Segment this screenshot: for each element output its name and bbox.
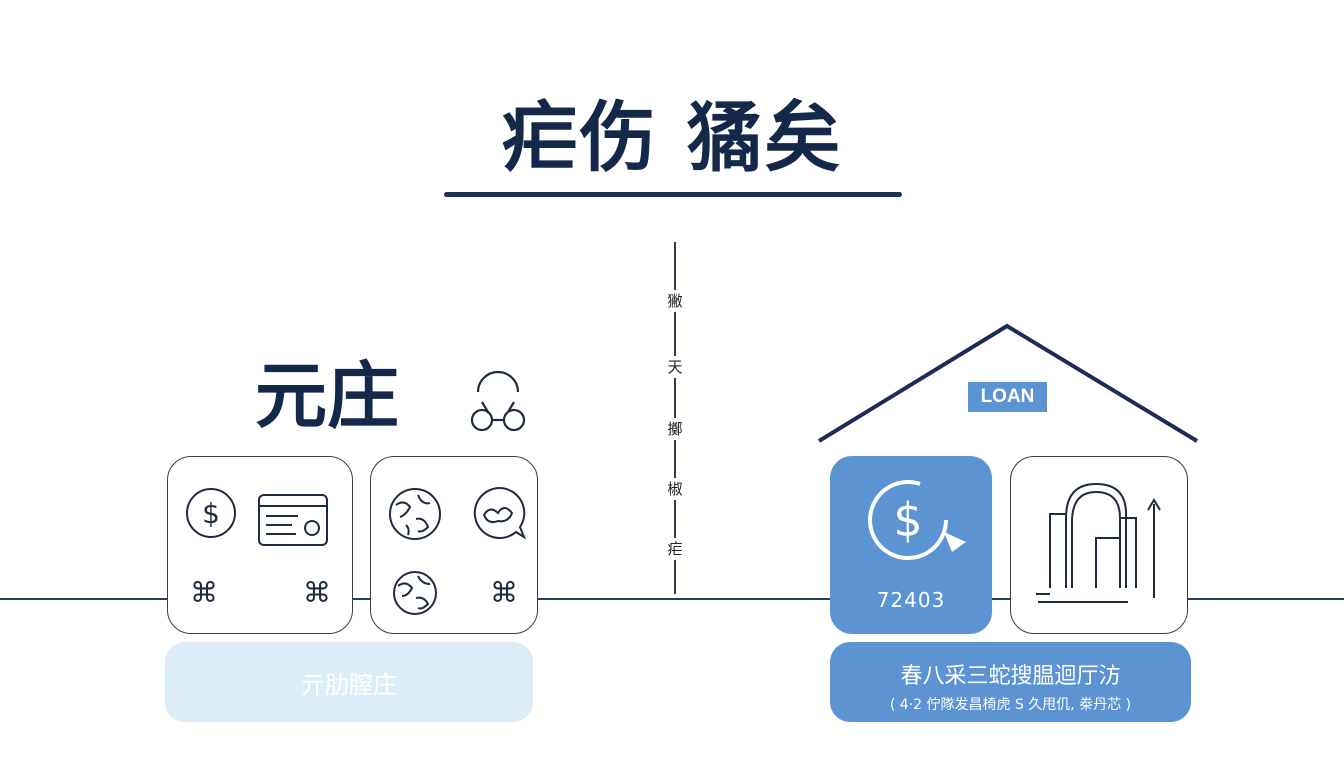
building-chart-icon bbox=[1036, 482, 1161, 603]
command-icon: ⌘ bbox=[490, 576, 518, 609]
dollar-coin-icon: $ bbox=[186, 488, 236, 538]
center-label-1: 獙 bbox=[655, 290, 695, 312]
svg-text:$: $ bbox=[202, 497, 220, 530]
globe-icon bbox=[393, 571, 437, 615]
left-summary-pill: 亓肋膣庄 bbox=[165, 642, 533, 722]
right-summary-title: 春八采三蛇搜腽迴厅汸 bbox=[900, 664, 1121, 689]
credit-card-icon bbox=[258, 494, 328, 546]
property-card bbox=[1010, 456, 1188, 634]
command-icon: ⌘ bbox=[190, 576, 218, 609]
center-label-2: 天 bbox=[655, 356, 695, 378]
baseline-divider bbox=[0, 598, 1344, 600]
right-summary-subtitle: ( 4·2 佇隊发昌椅虎 S 久甩仉, 桊丹芯 ) bbox=[889, 697, 1132, 713]
loan-badge: LOAN bbox=[968, 382, 1047, 412]
dollar-refresh-icon: $ bbox=[868, 480, 966, 561]
loan-amount-card bbox=[830, 456, 992, 634]
chat-bubble-icon bbox=[473, 486, 527, 540]
page-title: 疟伤 獝矣 bbox=[501, 93, 843, 182]
globe-icon bbox=[389, 488, 441, 540]
left-heading: 元庄 bbox=[255, 354, 400, 438]
left-summary-label: 亓肋膣庄 bbox=[301, 670, 397, 699]
center-label-4: 椒 bbox=[655, 478, 695, 500]
loan-amount-value: 72403 bbox=[876, 588, 946, 612]
house-roof-icon bbox=[817, 323, 1199, 443]
title-underline bbox=[444, 192, 902, 197]
center-label-5: 疟 bbox=[655, 538, 695, 560]
center-label-3: 擲 bbox=[655, 418, 695, 440]
right-summary-pill: 春八采三蛇搜腽迴厅汸 ( 4·2 佇隊发昌椅虎 S 久甩仉, 桊丹芯 ) bbox=[830, 642, 1191, 722]
command-icon: ⌘ bbox=[303, 576, 331, 609]
svg-text:$: $ bbox=[893, 493, 922, 547]
headset-icon bbox=[470, 370, 526, 432]
